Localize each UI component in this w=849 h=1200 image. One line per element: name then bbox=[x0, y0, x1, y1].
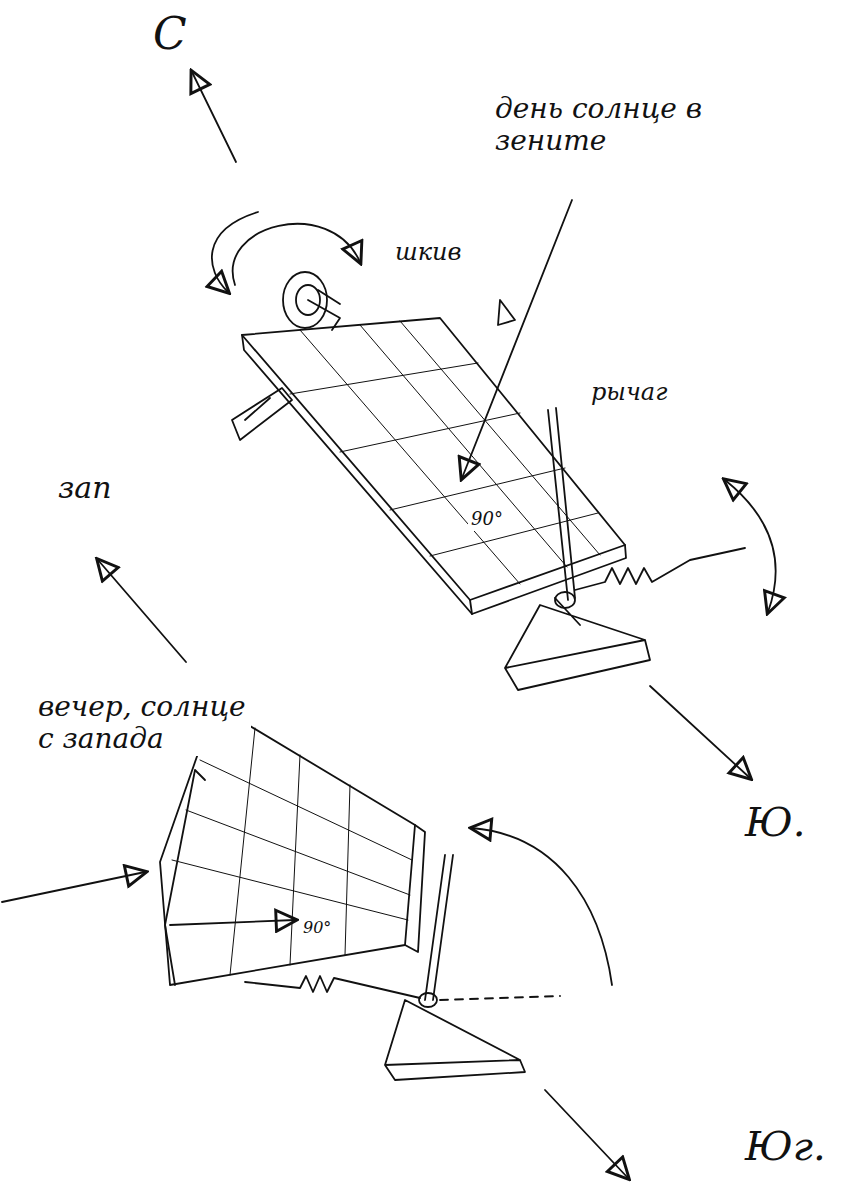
solar-panel-noon bbox=[242, 318, 626, 614]
spring bbox=[245, 976, 420, 998]
axle bbox=[419, 993, 437, 1007]
spring bbox=[575, 548, 745, 590]
axis-line bbox=[440, 996, 560, 1000]
sun-ray bbox=[462, 200, 572, 478]
annotation-label: день солнце в зените bbox=[492, 92, 778, 158]
support bbox=[232, 388, 292, 440]
south-arrow bbox=[650, 686, 750, 778]
sun-ray bbox=[2, 872, 145, 902]
annotation-label: 90° bbox=[300, 918, 334, 938]
annotation-label: рычаг bbox=[588, 378, 670, 408]
ray-marker bbox=[498, 300, 515, 325]
annotation-label: 90° bbox=[468, 508, 506, 531]
west-arrow bbox=[98, 560, 186, 662]
support bbox=[505, 598, 650, 690]
sun-ray bbox=[170, 920, 295, 925]
axle bbox=[555, 592, 575, 608]
lever bbox=[548, 408, 575, 600]
rotation-arrow bbox=[472, 828, 612, 985]
annotation-label: зап bbox=[55, 470, 115, 507]
rotation-arrow bbox=[725, 480, 776, 612]
annotation-label: Юг. bbox=[742, 1122, 829, 1170]
lever bbox=[425, 855, 453, 1000]
pulley bbox=[212, 212, 360, 330]
support bbox=[385, 1000, 525, 1080]
annotation-label: вечер, солнце с запада bbox=[35, 690, 251, 756]
south-arrow bbox=[545, 1090, 628, 1178]
annotation-label: Ю. bbox=[742, 798, 808, 846]
annotation-label: шкив bbox=[392, 238, 465, 268]
annotation-label: С bbox=[150, 8, 190, 61]
north-arrow bbox=[192, 72, 236, 162]
